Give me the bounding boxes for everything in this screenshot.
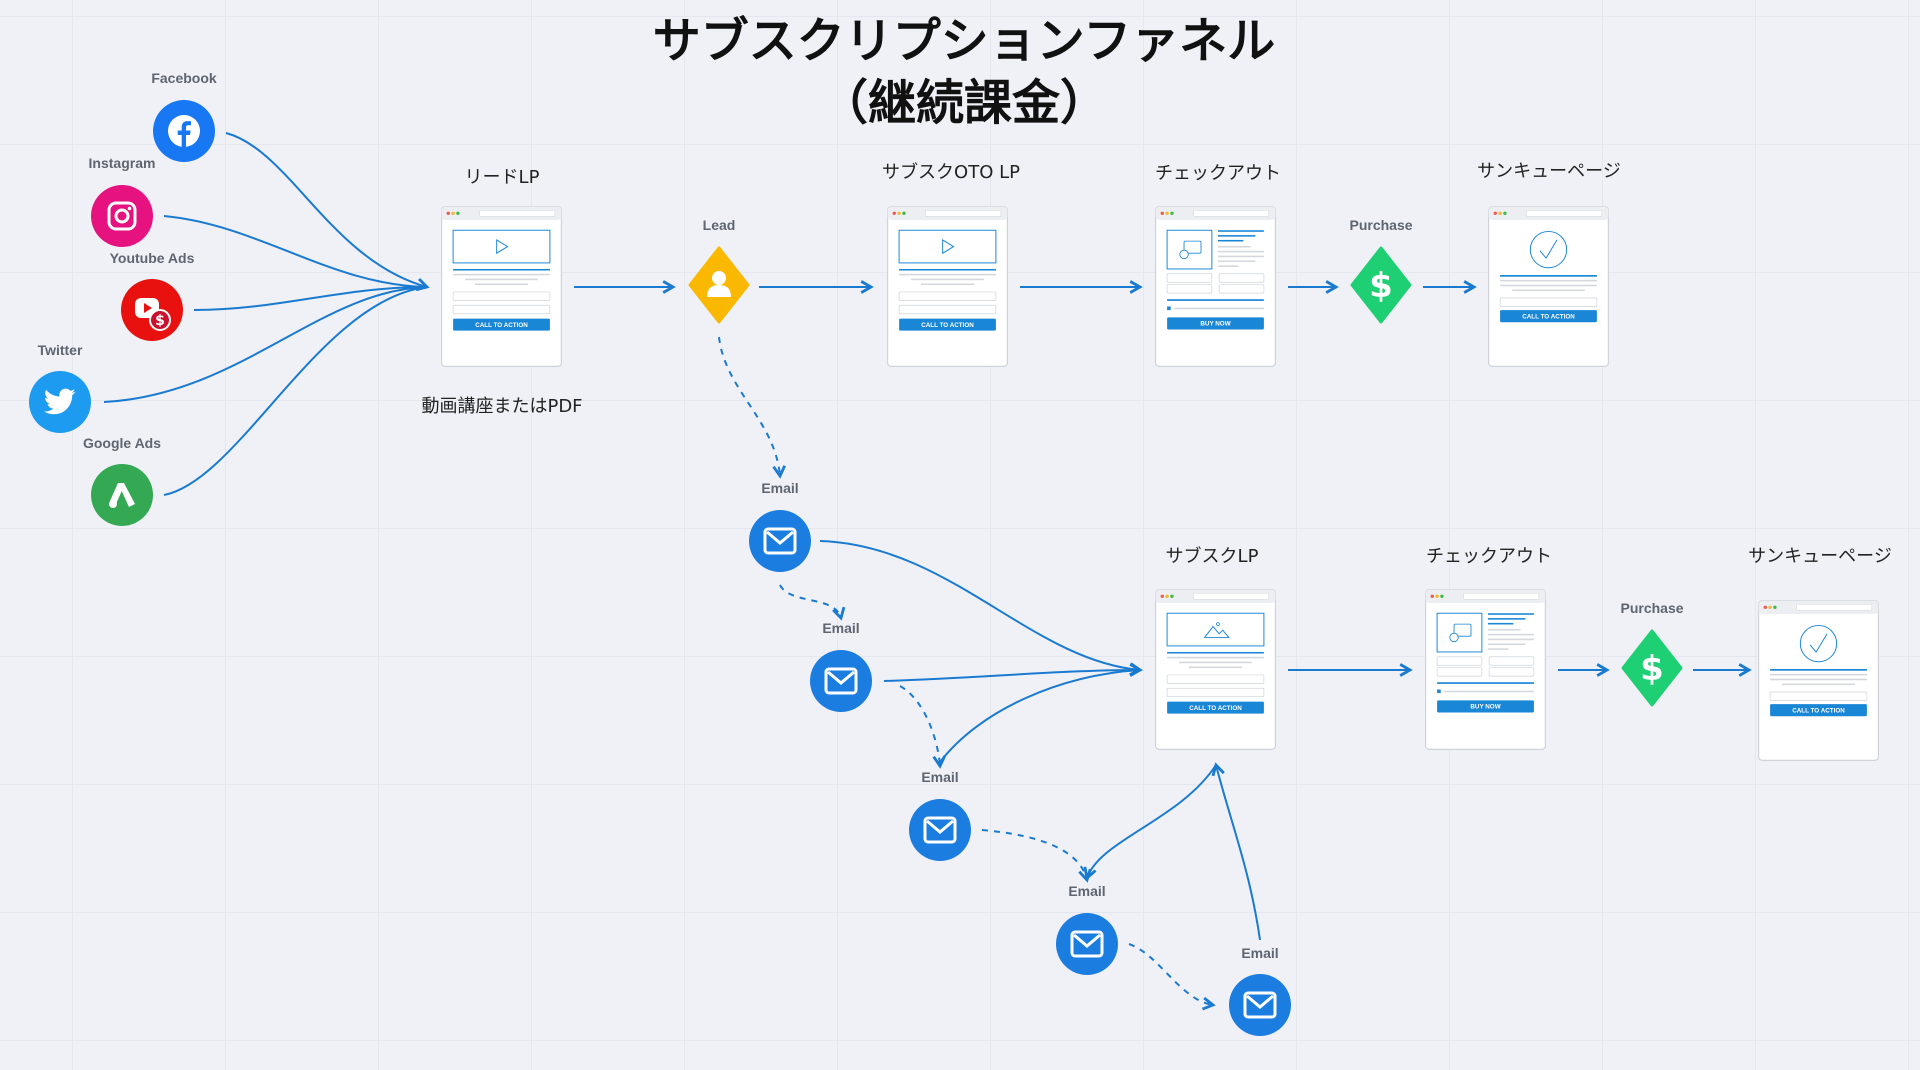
checkmark-icon [1529, 230, 1568, 269]
connector-twitter-lead-lp [103, 286, 428, 403]
cta-button-label: CALL TO ACTION [1522, 313, 1575, 320]
facebook-icon[interactable] [153, 100, 215, 162]
email-label-4: Email [1068, 883, 1106, 899]
sub-lp-label: サブスクLP [1165, 546, 1259, 567]
email-node-3[interactable] [909, 799, 971, 861]
thanks2-page[interactable]: CALL TO ACTION [1758, 600, 1879, 761]
person-icon [707, 271, 731, 297]
cta-button[interactable] [1167, 701, 1264, 714]
oto-lp-label: サブスクOTO LP [882, 162, 1020, 183]
thanks2-label: サンキューページ [1748, 546, 1892, 567]
email-node-1[interactable] [749, 510, 811, 572]
lead-label: Lead [702, 217, 736, 233]
connector-google-lead-lp [163, 286, 428, 496]
checkout-page[interactable]: BUY NOW [1155, 206, 1276, 367]
cta-button[interactable] [1437, 700, 1534, 713]
purchase2-node[interactable]: $ [1621, 629, 1683, 711]
play-icon [942, 239, 955, 255]
credit-card-icon [1449, 623, 1472, 643]
envelope-icon [1243, 991, 1277, 1019]
envelope-icon [763, 527, 797, 555]
envelope-icon [1070, 930, 1104, 958]
connector-email1-sub-lp [819, 540, 1140, 670]
connector-sub-lp-email4 [1087, 764, 1217, 878]
play-icon [496, 239, 509, 255]
email-label-3: Email [921, 769, 959, 785]
cta-button-label: CALL TO ACTION [475, 322, 528, 329]
lead-lp-page[interactable]: CALL TO ACTION [441, 206, 562, 367]
cta-button[interactable] [1500, 310, 1597, 323]
connector-email2-sub-lp [883, 670, 1140, 682]
source-label-twitter: Twitter [37, 342, 83, 358]
lead-lp-label: リードLP [464, 167, 540, 188]
lead-lp-caption: 動画講座またはPDF [421, 396, 583, 417]
oto-lp-page[interactable]: CALL TO ACTION [887, 206, 1008, 367]
title-line-1: サブスクリプションファネル [652, 13, 1276, 69]
sub-lp-page[interactable]: CALL TO ACTION [1155, 589, 1276, 750]
cta-button[interactable] [1167, 317, 1264, 330]
cta-button-label: CALL TO ACTION [1189, 705, 1242, 712]
lead-node[interactable] [688, 246, 750, 328]
envelope-icon [923, 816, 957, 844]
instagram-icon[interactable] [91, 185, 153, 247]
svg-text:$: $ [155, 313, 165, 329]
cta-button-label: BUY NOW [1470, 704, 1500, 711]
checkout-label: チェックアウト [1155, 163, 1281, 184]
purchase-label: Purchase [1349, 217, 1413, 233]
cta-button-label: BUY NOW [1200, 321, 1230, 328]
connector-email3-sub-lp [939, 669, 1141, 763]
dashed-email1-email2 [779, 584, 841, 618]
checkout2-label: チェックアウト [1426, 546, 1552, 567]
title-line-2: （継続課金） [819, 75, 1108, 131]
source-label-youtube-ads: Youtube Ads [109, 250, 195, 266]
credit-card-icon [1179, 240, 1202, 260]
email-label-2: Email [822, 620, 860, 636]
dashed-email4-email5 [1128, 943, 1213, 1005]
checkout2-page[interactable]: BUY NOW [1425, 589, 1546, 750]
checkmark-icon [1799, 624, 1838, 663]
thanks-label: サンキューページ [1477, 161, 1621, 182]
source-label-google-ads: Google Ads [82, 435, 162, 451]
source-label-facebook: Facebook [151, 70, 217, 86]
google-ads-icon[interactable] [91, 464, 153, 526]
cta-button[interactable] [1770, 704, 1867, 717]
diagram-title: サブスクリプションファネル （継続課金） [0, 10, 1920, 134]
source-label-instagram: Instagram [88, 155, 156, 171]
dashed-email2-email3 [899, 685, 940, 766]
purchase2-label: Purchase [1620, 600, 1684, 616]
youtube-ads-icon[interactable]: $ [121, 279, 183, 341]
image-icon [1203, 625, 1230, 638]
purchase-node[interactable]: $ [1350, 246, 1412, 328]
dollar-icon: $ [1640, 649, 1664, 689]
email-node-2[interactable] [810, 650, 872, 712]
dashed-email3-email4 [981, 829, 1087, 880]
twitter-icon[interactable] [29, 371, 91, 433]
email-label-1: Email [761, 480, 799, 496]
connector-facebook-lead-lp [225, 132, 427, 287]
connector-instagram-lead-lp [163, 215, 428, 288]
cta-button[interactable] [453, 318, 550, 331]
email-node-4[interactable] [1056, 913, 1118, 975]
cta-button-label: CALL TO ACTION [921, 322, 974, 329]
email-label-5: Email [1241, 945, 1279, 961]
connector-youtube-lead-lp [193, 286, 428, 311]
envelope-icon [824, 667, 858, 695]
dashed-lead-email1 [718, 336, 780, 476]
connector-email5-sub-lp [1216, 765, 1261, 941]
thanks-page[interactable]: CALL TO ACTION [1488, 206, 1609, 367]
email-node-5[interactable] [1229, 974, 1291, 1036]
cta-button-label: CALL TO ACTION [1792, 707, 1845, 714]
cta-button[interactable] [899, 318, 996, 331]
dollar-icon: $ [1369, 266, 1393, 306]
